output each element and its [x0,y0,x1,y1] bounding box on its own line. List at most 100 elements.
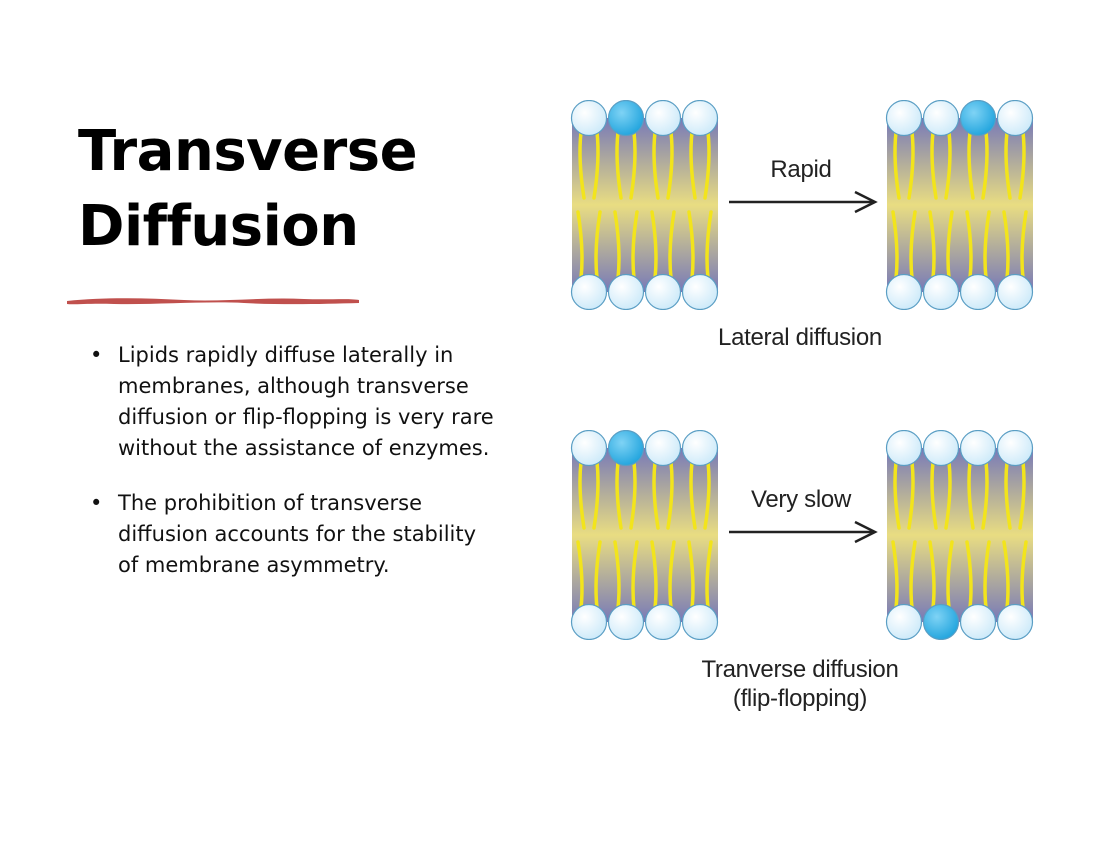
caption-transverse-line-2: (flip-flopping) [732,685,868,712]
lipid-tail [928,210,936,280]
slide-title-line-1: Transverse [78,119,418,184]
lipid-head [570,273,608,310]
bullet-text: The prohibition of transverse diffusion … [118,491,477,577]
lipid-tail [1020,540,1028,610]
lipid-tail [909,210,917,280]
lipid-tail [893,130,901,200]
lipid-tail [615,460,623,530]
lipid-tail [668,210,676,280]
diffusion-figure: Rapid Lateral diffusion Very slow Tranve… [560,90,1050,730]
lipid-tail [578,130,586,200]
lipid-tail [1018,130,1026,200]
lipid-tail [981,460,989,530]
bullet-item: • Lipids rapidly diffuse laterally in me… [90,340,500,464]
bullet-dot: • [90,491,103,515]
lipid-tail [650,210,658,280]
lipid-head [885,430,923,467]
lipid-head [885,603,923,640]
lipid-tail [1004,130,1012,200]
lipid-tail [650,540,658,610]
lipid-head [959,603,997,640]
lipid-tail [666,460,674,530]
lipid-tail [967,130,975,200]
lipid-head-marked [607,100,645,137]
lipid-head [922,430,960,467]
lipid-tail [613,540,621,610]
lipid-tail [703,130,711,200]
lipid-head [570,430,608,467]
lipid-tail [930,460,938,530]
caption-transverse-diffusion: Tranverse diffusion (flip-flopping) [620,655,980,713]
membrane-lateral-after [885,100,1034,310]
bullet-dot: • [90,343,103,367]
lipid-tail [983,540,991,610]
membrane-lateral-before [570,100,719,310]
lipid-tail [965,210,973,280]
lipid-tail [983,210,991,280]
lipid-head [644,430,682,467]
lipid-tail [928,540,936,610]
lipid-head [996,100,1034,137]
lipid-tail [689,460,697,530]
lipid-tail [907,130,915,200]
lipid-tail [576,210,584,280]
lipid-tail [944,460,952,530]
caption-transverse-line-1: Tranverse diffusion [701,656,899,683]
lipid-tail [666,130,674,200]
lipid-tail [705,540,713,610]
lipid-head [681,430,719,467]
lipid-tail [946,210,954,280]
lipid-tail [946,540,954,610]
lipid-tail [629,130,637,200]
lipid-head [885,273,923,310]
lipid-head-marked [607,430,645,467]
membrane-core [887,448,1033,622]
lipid-tail [629,460,637,530]
membrane-core [572,448,718,622]
slide-title-line-2: Diffusion [78,194,359,259]
lipid-head [996,430,1034,467]
lipid-tail [594,210,602,280]
lipid-tail [1018,460,1026,530]
arrow-right-icon [729,190,878,214]
lipid-head [607,273,645,310]
lipid-head [922,100,960,137]
slide-title: Transverse Diffusion [78,114,478,264]
lipid-head [996,603,1034,640]
lipid-tail [1002,540,1010,610]
lipid-tail [689,130,697,200]
lipid-tail [615,130,623,200]
bullet-text: Lipids rapidly diffuse laterally in memb… [118,343,494,460]
lipid-tail [668,540,676,610]
lipid-tail [893,460,901,530]
lipid-tail [576,540,584,610]
caption-lateral-diffusion: Lateral diffusion [718,324,882,351]
lipid-head-marked [922,603,960,640]
lipid-tail [1020,210,1028,280]
lipid-tail [981,130,989,200]
lipid-head [644,100,682,137]
lipid-head [607,603,645,640]
membrane-core [887,118,1033,292]
lipid-tail [891,210,899,280]
lipid-tail [965,540,973,610]
lipid-head [959,430,997,467]
lipid-tail [687,210,695,280]
bullet-item: • The prohibition of transverse diffusio… [90,488,500,581]
lipid-head [681,273,719,310]
lipid-head [570,100,608,137]
membrane-core [572,118,718,292]
lipid-head [885,100,923,137]
lipid-tail [687,540,695,610]
lipid-tail [592,460,600,530]
membrane-transverse-after [885,430,1034,640]
lipid-tail [594,540,602,610]
lipid-tail [652,130,660,200]
lipid-head [922,273,960,310]
lipid-tail [891,540,899,610]
lipid-tail [944,130,952,200]
lipid-head [681,603,719,640]
lipid-tail [930,130,938,200]
lipid-tail [1004,460,1012,530]
arrow-right-icon [729,520,878,544]
